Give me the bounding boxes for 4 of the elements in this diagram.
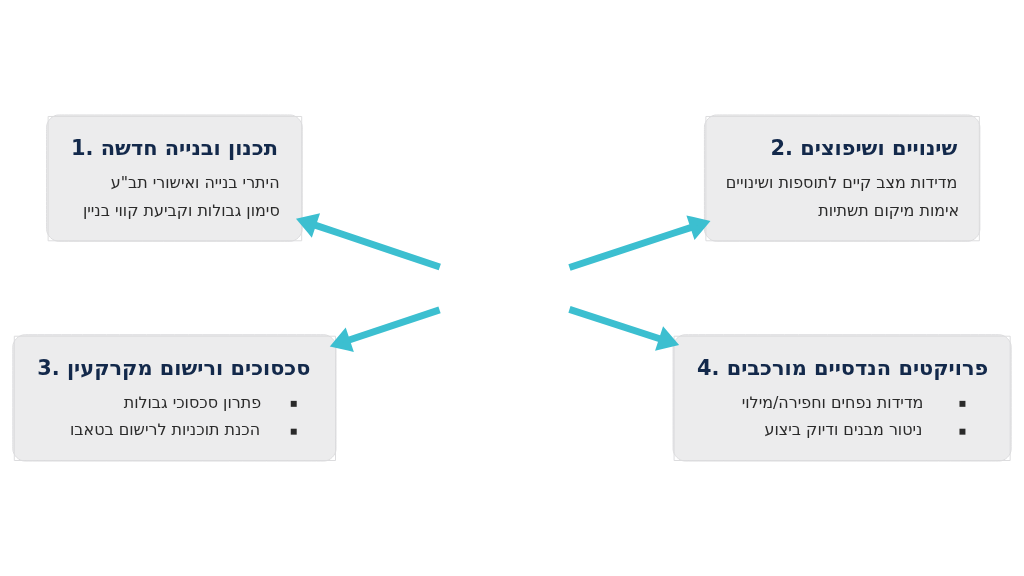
arrow (295, 213, 441, 271)
arrow (329, 306, 441, 352)
arrow (568, 215, 711, 271)
arrow (568, 306, 680, 351)
